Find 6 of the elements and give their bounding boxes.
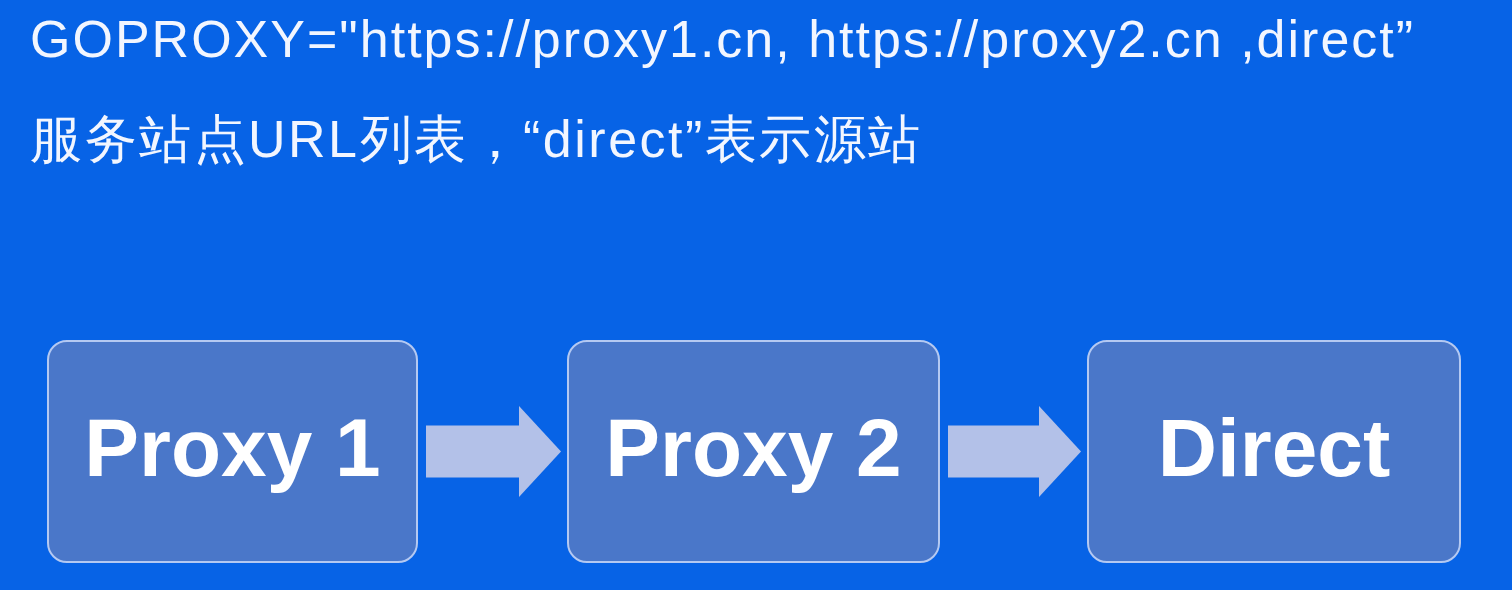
- block-arrow: [948, 406, 1081, 497]
- process-box: Direct: [1087, 340, 1461, 563]
- description-text: 服务站点URL列表，“direct”表示源站: [30, 113, 923, 165]
- process-box: Proxy 1: [47, 340, 418, 563]
- process-box: Proxy 2: [567, 340, 940, 563]
- block-arrow: [426, 406, 561, 497]
